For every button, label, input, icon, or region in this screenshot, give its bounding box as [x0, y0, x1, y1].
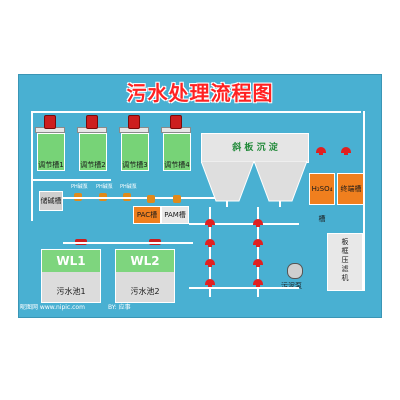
- dosing-pump-icon: [147, 195, 155, 203]
- regulating-tank-label: 调节槽1: [38, 161, 64, 169]
- pool-water-level: [116, 250, 174, 272]
- pump-label: PH碱泵: [71, 184, 88, 190]
- valve-icon: [205, 219, 215, 227]
- pool-wl-label: WL1: [56, 254, 86, 268]
- pool-wl-label: WL2: [130, 254, 160, 268]
- cross-pipe: [189, 223, 299, 225]
- settling-hoppers: [201, 161, 307, 207]
- valve-icon: [253, 219, 263, 227]
- regulating-tank-label: 调节槽4: [164, 161, 190, 169]
- watermark-left: 昵图网 www.nipic.com: [20, 304, 85, 311]
- right-pipe: [363, 111, 365, 291]
- pool-name-label: 污水池1: [56, 287, 86, 296]
- motor-icon: [128, 115, 140, 129]
- final-tank: 终端槽: [337, 173, 365, 205]
- pam-tank: PAM槽: [161, 206, 189, 224]
- process-diagram-panel: 污水处理流程图 调节槽1 调节槽2 调节槽3 调节槽4 储碱槽 PH碱泵 PH碱…: [18, 74, 382, 318]
- watermark-right: BY: 应事: [108, 304, 131, 311]
- h2so4-tank: H₂SO₄槽: [309, 173, 335, 223]
- regulating-tank-label: 调节槽3: [122, 161, 148, 169]
- cross-pipe: [189, 287, 299, 289]
- diagram-title: 污水处理流程图: [126, 81, 274, 105]
- valve-icon: [253, 259, 263, 267]
- filter-press: 板框压滤机: [327, 233, 363, 291]
- sewage-pool-2: WL2 污水池2: [115, 249, 175, 303]
- valve-icon: [205, 279, 215, 287]
- regulating-tank-1: 调节槽1: [37, 133, 65, 171]
- filter-press-label: 板框压滤机: [341, 238, 349, 282]
- left-pipe: [31, 111, 33, 221]
- settling-tank-label: 斜 板 沉 淀: [201, 133, 309, 163]
- pump-label: PH碱泵: [96, 184, 113, 190]
- motor-icon: [44, 115, 56, 129]
- sludge-pump-icon: [287, 263, 303, 279]
- storage-tank: 储碱槽: [39, 191, 63, 211]
- regulating-tank-4: 调节槽4: [163, 133, 191, 171]
- pool-water-level: [42, 250, 100, 272]
- pac-tank: PAC槽: [133, 206, 161, 224]
- lower-left-pipe: [31, 179, 111, 181]
- agitator-icon: [341, 147, 351, 155]
- valve-icon: [205, 259, 215, 267]
- settling-hopper-right: [253, 161, 307, 202]
- pump-pipe: [63, 197, 223, 199]
- dosing-pump-icon: [173, 195, 181, 203]
- regulating-tank-3: 调节槽3: [121, 133, 149, 171]
- valve-icon: [253, 239, 263, 247]
- sludge-pump-label: 污泥泵: [281, 282, 302, 290]
- agitator-icon: [316, 147, 326, 155]
- motor-icon: [170, 115, 182, 129]
- column-pipe: [257, 207, 259, 297]
- regulating-tank-2: 调节槽2: [79, 133, 107, 171]
- pump-label: PH碱泵: [120, 184, 137, 190]
- sewage-pool-1: WL1 污水池1: [41, 249, 101, 303]
- motor-icon: [86, 115, 98, 129]
- valve-icon: [253, 279, 263, 287]
- pool-pipe: [63, 242, 193, 244]
- header-pipe: [31, 111, 361, 113]
- column-pipe: [209, 207, 211, 297]
- regulating-tank-label: 调节槽2: [80, 161, 106, 169]
- pool-name-label: 污水池2: [130, 287, 160, 296]
- settling-hopper-left: [201, 161, 255, 202]
- valve-icon: [205, 239, 215, 247]
